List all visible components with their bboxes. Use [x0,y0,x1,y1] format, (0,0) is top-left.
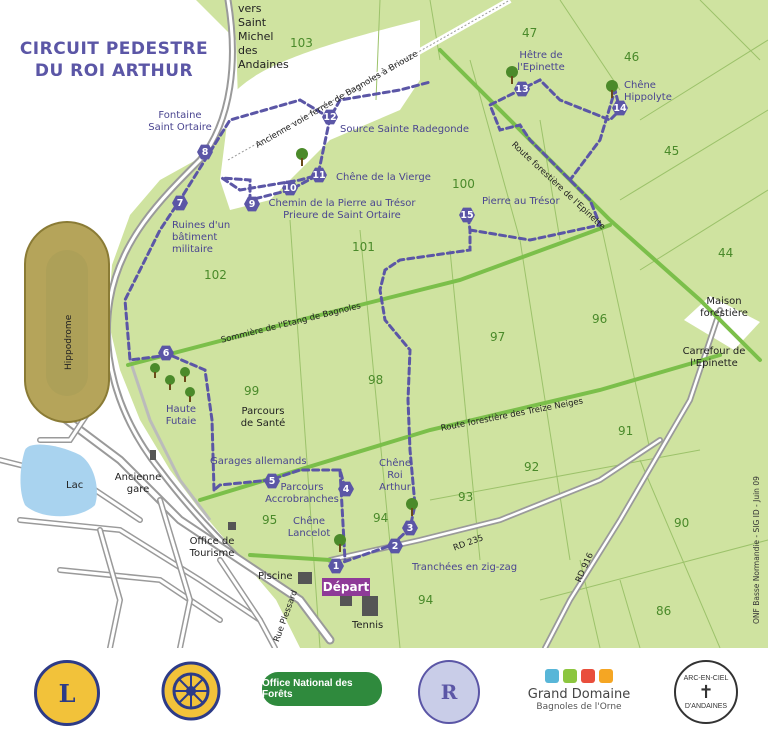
label-pierre-tresor: Pierre au Trésor [482,196,560,207]
grand-domaine-place: Bagnoles de l'Orne [536,701,622,712]
title-line-2: DU ROI ARTHUR [34,61,194,81]
stop-marker-1[interactable]: 1 [328,558,344,574]
parcel-label: 92 [524,460,540,474]
parcel-label: 46 [624,50,640,64]
stop-marker-5[interactable]: 5 [264,473,280,489]
label-hippodrome: Hippodrome [64,314,74,370]
trail-route [123,78,622,567]
tree-icons [150,66,618,552]
parcel-label: 100 [452,177,475,191]
stop-marker-15[interactable]: 15 [459,207,475,223]
parcel-label: 86 [656,604,672,618]
label-tranchees: Tranchées en zig-zag [412,562,518,573]
onf-logo: Office National des Forêts [262,672,382,706]
parcel-label: 47 [522,26,538,40]
stop-marker-11[interactable]: 11 [311,167,327,183]
stop-marker-7[interactable]: 7 [172,195,188,211]
parcel-label: 102 [204,268,227,282]
parcel-label: 99 [244,384,260,398]
parcel-label: 97 [490,330,506,344]
parcel-label: 98 [368,373,384,387]
parcel-label: 94 [373,511,389,525]
depart-badge[interactable]: Départ [322,578,370,596]
parcel-label: 90 [674,516,690,530]
label-garages: Garages allemands [210,456,307,467]
parcel-label: 96 [592,312,608,326]
lake [20,444,97,517]
parcel-label: 44 [718,246,734,260]
parcel-label: 45 [664,144,680,158]
map-credit: ONF Basse Normandie - SIG ID - Juin 09 [752,476,761,624]
arc-en-ciel-logo: ARC-EN-CIEL ✝ D'ANDAINES [674,660,738,724]
parcel-label: 103 [290,36,313,50]
parcel-label: 101 [352,240,375,254]
old-railway [128,0,512,521]
stop-marker-4[interactable]: 4 [338,481,354,497]
stop-marker-6[interactable]: 6 [158,345,174,361]
stop-marker-8[interactable]: 8 [197,144,213,160]
label-piscine: Piscine [258,571,293,582]
parcel-label: 95 [262,513,278,527]
stop-marker-14[interactable]: 14 [612,100,628,116]
stop-marker-10[interactable]: 10 [282,180,298,196]
rotary-logo [160,660,222,722]
lions-logo: L [34,660,100,726]
parcel-label: 91 [618,424,634,438]
stop-marker-13[interactable]: 13 [514,81,530,97]
map-title: CIRCUIT PEDESTRE DU ROI ARTHUR [4,38,224,82]
label-source: Source Sainte Radegonde [340,124,470,135]
title-line-1: CIRCUIT PEDESTRE [19,39,209,59]
stop-marker-2[interactable]: 2 [387,538,403,554]
label-chene-vierge: Chêne de la Vierge [336,172,431,183]
grand-domaine-logo: Grand Domaine Bagnoles de l'Orne [524,658,634,722]
club-logo: R [418,660,480,724]
stop-marker-12[interactable]: 12 [322,109,338,125]
stop-marker-9[interactable]: 9 [244,196,260,212]
sponsor-logos-bar: L Office National des Forêts R Grand Dom… [0,648,768,740]
label-tennis: Tennis [352,620,384,631]
parcel-label: 94 [418,593,434,607]
grand-domaine-name: Grand Domaine [527,686,631,702]
parcel-label: 93 [458,490,474,504]
label-lac: Lac [66,480,84,491]
stop-marker-3[interactable]: 3 [402,520,418,536]
